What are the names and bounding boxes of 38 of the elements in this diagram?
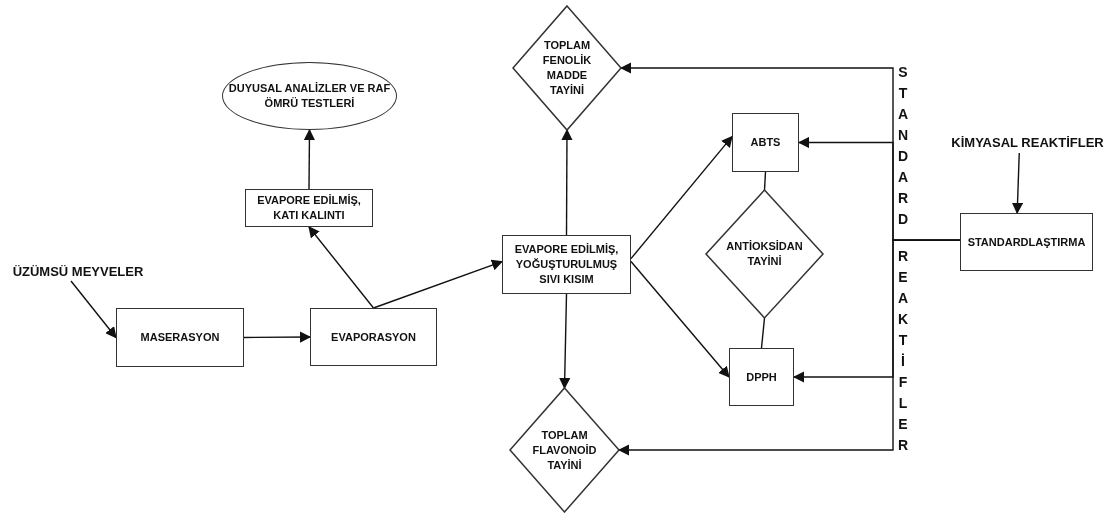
step-label: TOPLAM FLAVONOİD TAYİNİ [531, 427, 598, 473]
arrow [630, 260, 730, 378]
process-box [960, 213, 1093, 271]
process-box [502, 235, 631, 294]
decision-diamond [513, 6, 621, 130]
step-label: STANDARDLAŞTIRMA [966, 234, 1087, 250]
arrow [308, 226, 375, 309]
arrow [561, 128, 573, 236]
step-label: EVAPORE EDİLMİŞ, KATI KALINTI [256, 193, 362, 223]
arrow [559, 293, 571, 390]
process-box [732, 113, 799, 172]
arrow [1011, 152, 1024, 215]
process-box [245, 189, 373, 227]
arrow [372, 259, 504, 309]
decision-diamond [706, 190, 823, 318]
step-label: ABTS [749, 135, 782, 150]
connector-line [763, 171, 767, 191]
vertical-label: STANDARD [895, 64, 911, 232]
process-box [729, 348, 794, 406]
step-label: ANTİOKSİDAN TAYİNİ [725, 239, 804, 269]
step-label: DUYUSAL ANALİZLER VE RAF ÖMRÜ TESTLERİ [227, 81, 392, 111]
connector-line [760, 317, 766, 349]
vertical-label: REAKTİFLER [895, 248, 911, 458]
input-label: ÜZÜMSÜ MEYVELER [8, 261, 148, 281]
step-label: DPPH [745, 369, 778, 385]
arrow [243, 331, 312, 343]
step-label: EVAPORASYON [330, 329, 417, 345]
step-label: TOPLAM FENOLİK MADDE TAYİNİ [541, 38, 593, 98]
arrow [617, 239, 961, 456]
step-label: MASERASYON [139, 330, 221, 345]
arrow [303, 128, 315, 190]
step-label: EVAPORE EDİLMİŞ, YOĞUŞTURULMUŞ SIVI KISIM [513, 242, 620, 287]
process-box [310, 308, 437, 366]
input-label: KİMYASAL REAKTİFLER [945, 131, 1110, 153]
process-box [116, 308, 244, 367]
arrow [70, 280, 117, 339]
decision-diamond [510, 388, 619, 512]
arrow [630, 135, 733, 260]
